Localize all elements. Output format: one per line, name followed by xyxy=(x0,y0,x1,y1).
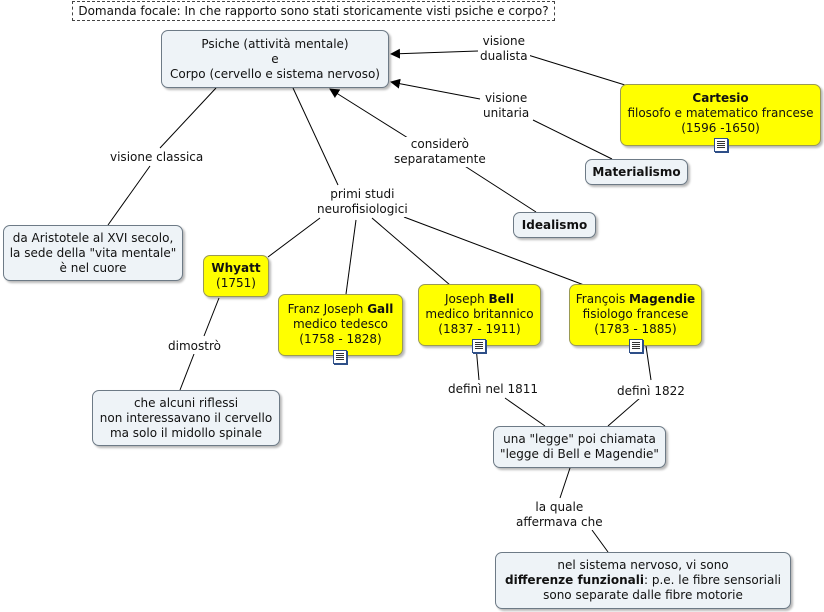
node-text-line: medico britannico xyxy=(425,307,534,321)
edge-1822-legge xyxy=(607,397,641,427)
note-icon[interactable] xyxy=(472,339,486,353)
node-title: Idealismo xyxy=(521,217,588,232)
node-text-line: medico tedesco xyxy=(292,317,389,331)
node-text-line: Corpo (cervello e sistema nervoso) xyxy=(170,66,380,81)
node-differenze[interactable]: nel sistema nervoso, vi sono differenze … xyxy=(495,552,791,609)
node-text-line: (1596 -1650) xyxy=(681,121,760,135)
edge-primi-magendie xyxy=(403,216,585,286)
node-idealismo[interactable]: Idealismo xyxy=(513,212,596,238)
label-line: separatamente xyxy=(394,152,486,166)
label-line: visione classica xyxy=(110,150,204,164)
node-materialismo[interactable]: Materialismo xyxy=(585,159,688,185)
node-text-line: sono separate dalle fibre motorie xyxy=(543,588,743,602)
node-title: Materialismo xyxy=(592,164,681,179)
edge-psiche-primi xyxy=(292,87,339,186)
node-text-line: nel sistema nervoso, vi sono xyxy=(557,558,729,572)
edge-materialismo-unitaria xyxy=(532,119,613,160)
node-text-line: da Aristotele al XVI secolo, xyxy=(12,230,174,245)
node-psiche-corpo[interactable]: Psiche (attività mentale) e Corpo (cerve… xyxy=(161,30,389,88)
node-title: Magendie xyxy=(629,292,696,306)
edge-dimostro-riflessi xyxy=(179,353,195,391)
node-cartesio[interactable]: Cartesio filosofo e matematico francese … xyxy=(620,84,821,146)
node-gall[interactable]: Franz Joseph Gall medico tedesco (1758 -… xyxy=(278,294,403,356)
node-whyatt[interactable]: Whyatt (1751) xyxy=(203,255,269,297)
edge-laquale-differenze xyxy=(591,529,609,553)
node-title-line: François Magendie xyxy=(576,292,695,307)
node-prefix: François xyxy=(575,292,630,306)
node-text-line: che alcuni riflessi xyxy=(133,395,239,410)
node-prefix: Joseph xyxy=(444,292,489,306)
node-text-line: (1783 - 1885) xyxy=(594,322,677,336)
label-line: visione xyxy=(484,91,528,105)
node-riflessi[interactable]: che alcuni riflessi non interessavano il… xyxy=(92,390,280,446)
node-text-line: (1751) xyxy=(216,276,256,290)
label-line: neurofisiologici xyxy=(317,202,408,216)
label-line: visione xyxy=(482,34,525,48)
label-line: considerò xyxy=(410,137,469,151)
note-icon[interactable] xyxy=(333,350,347,364)
link-label-dualista: visione dualista xyxy=(478,34,530,64)
link-label-classica: visione classica xyxy=(108,150,206,165)
node-text-line: è nel cuore xyxy=(59,260,127,275)
note-icon[interactable] xyxy=(714,138,728,152)
node-text-line: (1837 - 1911) xyxy=(438,322,521,336)
node-title: Gall xyxy=(367,302,394,316)
node-title: Whyatt xyxy=(211,261,261,275)
link-label-separatamente: considerò separatamente xyxy=(392,137,488,167)
label-line: definì 1822 xyxy=(617,384,685,398)
node-magendie[interactable]: François Magendie fisiologo francese (17… xyxy=(569,284,702,346)
node-text-line: fisiologo francese xyxy=(582,307,689,321)
node-title-line: Franz Joseph Gall xyxy=(288,302,394,317)
label-line: dualista xyxy=(480,49,528,63)
edge-psiche-classica xyxy=(159,87,217,149)
node-legge[interactable]: una "legge" poi chiamata "legge di Bell … xyxy=(493,426,666,468)
node-text-line: la sede della "vita mentale" xyxy=(9,245,177,260)
node-text-rest: : p.e. le fibre sensoriali xyxy=(643,573,781,587)
edge-1811-legge xyxy=(504,397,546,427)
node-aristotele[interactable]: da Aristotele al XVI secolo, la sede del… xyxy=(3,225,183,281)
edge-legge-laquale xyxy=(559,467,571,499)
edge-separatamente-psiche xyxy=(329,88,409,139)
edge-classica-aristotele xyxy=(107,165,151,226)
label-line: primi studi xyxy=(330,187,395,201)
label-line: definì nel 1811 xyxy=(448,382,538,396)
node-text-line: una "legge" poi chiamata xyxy=(503,432,656,446)
node-emphasis: differenze funzionali xyxy=(505,573,644,587)
label-line: affermava che xyxy=(516,515,603,529)
node-text-line: Psiche (attività mentale) xyxy=(201,36,349,51)
node-text-line: "legge di Bell e Magendie" xyxy=(500,447,659,461)
link-label-la-quale: la quale affermava che xyxy=(514,500,605,530)
note-icon[interactable] xyxy=(629,339,643,353)
edge-primi-whyatt xyxy=(267,217,321,258)
node-text-line: filosofo e matematico francese xyxy=(627,106,814,120)
edge-magendie-1822 xyxy=(645,345,652,381)
node-text-line: ma solo il midollo spinale xyxy=(109,425,263,440)
link-label-defini-1811: definì nel 1811 xyxy=(446,382,540,397)
node-text-line: differenze funzionali: p.e. le fibre sen… xyxy=(505,573,781,588)
focal-question: Domanda focale: In che rapporto sono sta… xyxy=(72,1,555,21)
link-label-unitaria: visione unitaria xyxy=(481,91,532,121)
edge-whyatt-dimostro xyxy=(203,297,220,337)
edge-unitaria-psiche xyxy=(390,78,481,100)
link-label-primi-studi: primi studi neurofisiologici xyxy=(315,187,410,217)
edge-primi-gall xyxy=(345,219,357,295)
node-text-line: non interessavano il cervello xyxy=(99,410,273,425)
edge-cartesio-dualista xyxy=(527,54,626,86)
label-line: unitaria xyxy=(483,106,530,120)
edge-idealismo-separatamente xyxy=(459,162,537,213)
node-text-line: (1758 - 1828) xyxy=(299,332,382,346)
link-label-defini-1822: definì 1822 xyxy=(615,384,687,399)
node-text-line: e xyxy=(271,51,279,66)
label-line: dimostrò xyxy=(168,339,221,353)
node-prefix: Franz Joseph xyxy=(287,302,368,316)
edge-dualista-psiche xyxy=(390,48,479,59)
link-label-dimostro: dimostrò xyxy=(166,339,223,354)
label-line: la quale xyxy=(535,500,584,514)
edge-primi-bell xyxy=(371,217,451,286)
node-title: Bell xyxy=(488,292,515,306)
node-title: Cartesio xyxy=(692,91,749,105)
node-bell[interactable]: Joseph Bell medico britannico (1837 - 19… xyxy=(418,284,541,346)
node-title-line: Joseph Bell xyxy=(445,292,514,307)
